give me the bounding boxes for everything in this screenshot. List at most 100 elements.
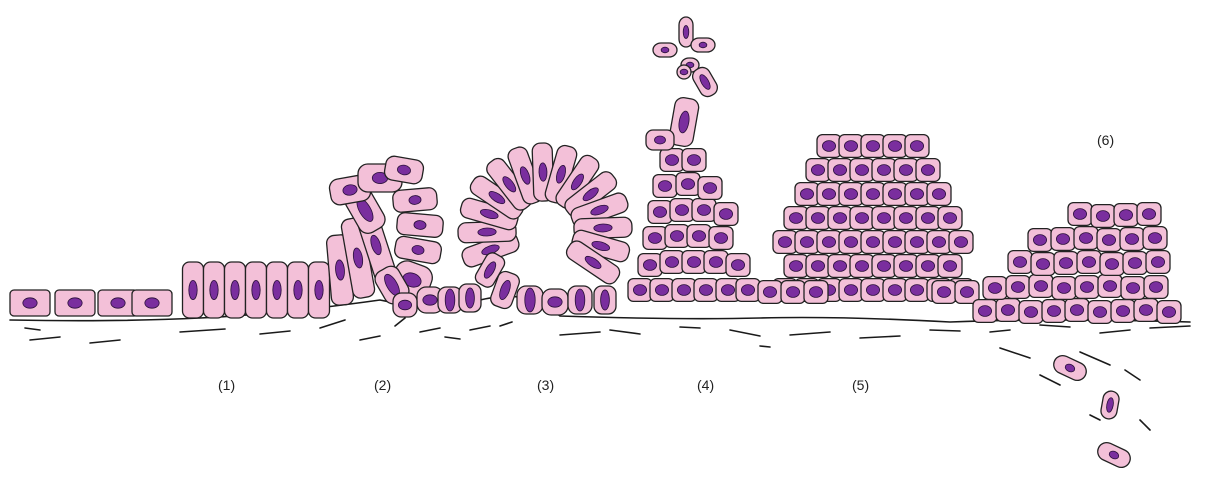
cell-nucleus [687, 257, 700, 268]
epithelial-cell [692, 199, 716, 222]
cell-nucleus [445, 289, 455, 311]
epithelial-cell [132, 290, 172, 316]
epithelial-cell [1100, 253, 1124, 276]
epithelial-cell [894, 159, 918, 182]
cell-nucleus [525, 288, 535, 312]
epithelial-cell [861, 183, 885, 206]
cell-nucleus [648, 233, 661, 244]
cell-nucleus [1102, 235, 1115, 246]
epithelial-cell [594, 286, 616, 314]
cell-nucleus [1056, 234, 1069, 245]
cell-nucleus [189, 280, 197, 299]
membrane-dash [420, 328, 440, 332]
epithelial-cell [1098, 275, 1122, 298]
membrane-dash [760, 346, 770, 347]
cell-nucleus [866, 189, 879, 200]
cell-nucleus [23, 298, 37, 308]
epithelial-cell [704, 251, 728, 274]
epithelial-cell [758, 281, 782, 304]
membrane-dash [1040, 325, 1070, 327]
cell-nucleus [778, 237, 791, 248]
membrane-dash [360, 336, 380, 340]
cell-nucleus [294, 280, 302, 299]
cell-nucleus [937, 287, 950, 298]
epithelial-cell [393, 235, 442, 265]
membrane-dash [930, 330, 960, 331]
cell-nucleus [677, 285, 690, 296]
epithelial-cell [784, 255, 808, 278]
cell-nucleus [1105, 259, 1118, 270]
epithelial-cell [204, 262, 225, 318]
epithelial-cell [817, 231, 841, 254]
cell-nucleus [1079, 233, 1092, 244]
epithelial-cell [726, 254, 750, 277]
epithelial-cell [643, 227, 667, 250]
cell-nucleus [822, 189, 835, 200]
epithelial-cell [1091, 205, 1115, 228]
cell-nucleus [633, 285, 646, 296]
cell-nucleus [655, 285, 668, 296]
cell-nucleus [811, 213, 824, 224]
cell-nucleus [1034, 281, 1047, 292]
cell-nucleus [943, 213, 956, 224]
cell-nucleus [932, 237, 945, 248]
cell-nucleus [68, 298, 82, 308]
cell-nucleus [877, 261, 890, 272]
cell-nucleus [1126, 283, 1139, 294]
stage-label-6: (6) [1097, 132, 1114, 148]
epithelial-cell [927, 183, 951, 206]
epithelial-cell [714, 203, 738, 226]
epithelial-cell [905, 135, 929, 158]
cell-nucleus [653, 207, 666, 218]
membrane-dash [1000, 348, 1030, 358]
cell-nucleus [921, 213, 934, 224]
epithelial-cell [517, 286, 543, 314]
epithelial-cell [850, 255, 874, 278]
cell-nucleus [699, 42, 707, 48]
epithelial-cell [828, 255, 852, 278]
epithelial-cell [676, 173, 700, 196]
cell-nucleus [665, 257, 678, 268]
stage-label-3: (3) [537, 377, 554, 393]
epithelial-cell [309, 262, 330, 318]
epithelial-cell [894, 207, 918, 230]
cell-nucleus [888, 237, 901, 248]
cell-nucleus [789, 213, 802, 224]
epithelial-cell [861, 279, 885, 302]
membrane-dash [320, 320, 345, 328]
cell-nucleus [822, 237, 835, 248]
cell-nucleus [988, 283, 1001, 294]
epithelial-cell [806, 207, 830, 230]
epithelial-cell [393, 293, 417, 317]
epithelial-cell [828, 159, 852, 182]
cell-nucleus [1036, 259, 1049, 270]
cell-nucleus [709, 257, 722, 268]
cell-nucleus [809, 287, 822, 298]
cell-nucleus [721, 285, 734, 296]
membrane-dash [90, 340, 120, 343]
membrane-dash [1125, 370, 1140, 380]
cell-nucleus [910, 237, 923, 248]
membrane-dash [1040, 375, 1060, 385]
membrane-dash [25, 328, 40, 330]
epithelial-cell [850, 207, 874, 230]
membrane-dash [790, 332, 830, 335]
membrane-dash [1150, 326, 1190, 328]
cell-nucleus [675, 205, 688, 216]
epithelial-cell [1137, 203, 1161, 226]
cell-nucleus [789, 261, 802, 272]
cell-nucleus [703, 183, 716, 194]
membrane-dash [260, 331, 290, 334]
cell-nucleus [719, 209, 732, 220]
cell-nucleus [811, 165, 824, 176]
epithelial-cell [872, 255, 896, 278]
epithelial-cell [905, 279, 929, 302]
epithelial-cell [883, 231, 907, 254]
epithelial-cell [653, 43, 677, 57]
epithelial-cell [1068, 203, 1092, 226]
epithelial-cell [795, 231, 819, 254]
epithelial-cell [806, 159, 830, 182]
epithelial-cell [932, 281, 956, 304]
